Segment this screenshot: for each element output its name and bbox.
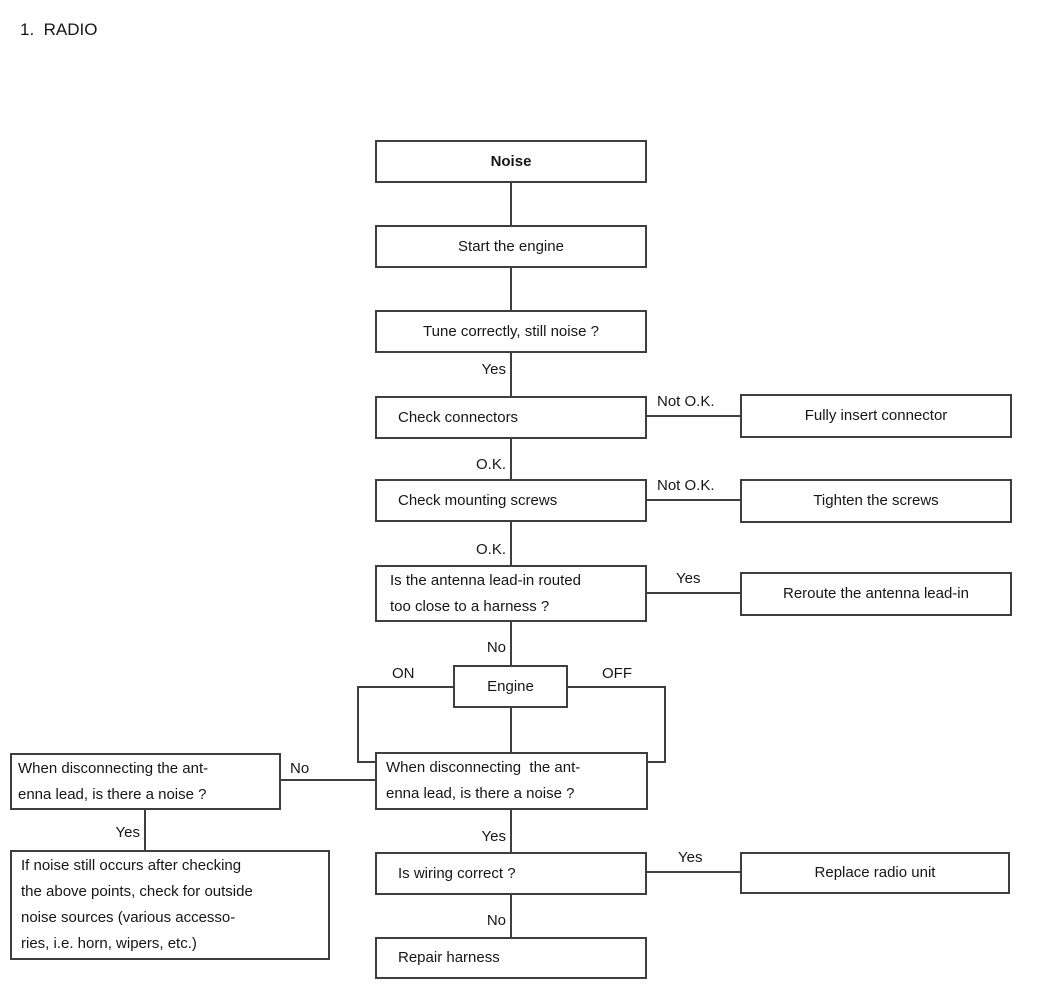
line-antenna-to-reroute <box>647 592 740 594</box>
line-screws-to-tighten <box>647 499 740 501</box>
node-outside-noise-line3: noise sources (various accesso- <box>21 909 236 926</box>
label-yes-disconnect: Yes <box>481 828 506 845</box>
node-antenna-leadin: Is the antenna lead-in routed too close … <box>375 565 647 622</box>
label-no-wiring: No <box>486 912 506 929</box>
label-no-disconnect-left: No <box>290 760 310 777</box>
node-disconnect-left-line1: When disconnecting the ant- <box>18 759 209 777</box>
label-yes-replace: Yes <box>678 849 703 866</box>
node-noise-label: Noise <box>490 152 532 170</box>
line-screws-to-antenna <box>510 522 512 565</box>
label-engine-on: ON <box>392 665 415 682</box>
node-outside-noise-line2: the above points, check for outside <box>21 883 253 900</box>
node-tune-correctly: Tune correctly, still noise ? <box>375 310 647 353</box>
line-engine-off-horizontal <box>568 686 666 688</box>
node-fully-insert-connector-label: Fully insert connector <box>804 407 948 424</box>
node-wiring-correct-label: Is wiring correct ? <box>398 864 516 882</box>
node-disconnect-left: When disconnecting the ant- enna lead, i… <box>10 753 281 810</box>
line-wiring-to-replace <box>647 871 740 873</box>
label-yes-disconnect-left: Yes <box>115 824 140 841</box>
line-engine-on-horizontal <box>357 686 453 688</box>
node-engine-label: Engine <box>487 677 534 695</box>
node-wiring-correct: Is wiring correct ? <box>375 852 647 895</box>
node-check-mounting-screws-label: Check mounting screws <box>398 491 558 509</box>
node-reroute-leadin: Reroute the antenna lead-in <box>740 572 1012 616</box>
node-tighten-screws: Tighten the screws <box>740 479 1012 523</box>
label-ok-screws: O.K. <box>475 541 506 558</box>
node-tighten-screws-label: Tighten the screws <box>813 492 939 509</box>
line-engine-off-stub <box>647 761 666 763</box>
node-noise: Noise <box>375 140 647 183</box>
node-disconnect-mid-line2: enna lead, is there a noise ? <box>386 785 575 802</box>
node-disconnect-left-line2: enna lead, is there a noise ? <box>18 785 207 803</box>
line-connectors-to-insert <box>647 415 740 417</box>
node-replace-radio-label: Replace radio unit <box>814 864 936 881</box>
node-antenna-leadin-line1: Is the antenna lead-in routed <box>390 571 581 589</box>
node-disconnect-mid-line1: When disconnecting the ant- <box>386 759 581 776</box>
label-yes-tune: Yes <box>481 361 506 378</box>
line-engine-to-disconnect <box>510 708 512 752</box>
line-disconnect-no-horizontal <box>281 779 375 781</box>
node-disconnect-mid: When disconnecting the ant- enna lead, i… <box>375 752 648 810</box>
node-fully-insert-connector: Fully insert connector <box>740 394 1012 438</box>
line-wiring-to-repair <box>510 895 512 937</box>
node-check-connectors: Check connectors <box>375 396 647 439</box>
page-title: 1. RADIO <box>20 20 98 39</box>
node-outside-noise: If noise still occurs after checking the… <box>10 850 330 960</box>
line-tune-to-connectors <box>510 353 512 396</box>
node-tune-correctly-label: Tune correctly, still noise ? <box>423 322 599 340</box>
label-ok-connectors: O.K. <box>475 456 506 473</box>
node-start-engine-label: Start the engine <box>458 237 564 255</box>
node-start-engine: Start the engine <box>375 225 647 268</box>
node-check-connectors-label: Check connectors <box>398 408 519 426</box>
line-engine-on-stub <box>357 761 376 763</box>
node-reroute-leadin-label: Reroute the antenna lead-in <box>783 585 969 602</box>
line-noise-to-start <box>510 183 512 225</box>
node-repair-harness: Repair harness <box>375 937 647 979</box>
node-engine: Engine <box>453 665 568 708</box>
node-replace-radio: Replace radio unit <box>740 852 1010 894</box>
node-outside-noise-line4: ries, i.e. horn, wipers, etc.) <box>21 935 197 952</box>
line-disconnect-to-wiring <box>510 810 512 852</box>
line-start-to-tune <box>510 268 512 310</box>
label-engine-off: OFF <box>602 665 632 682</box>
label-no-antenna: No <box>486 639 506 656</box>
line-engine-off-vertical <box>664 686 666 763</box>
line-disconnect-left-to-outside <box>144 810 146 850</box>
node-repair-harness-label: Repair harness <box>398 949 500 966</box>
label-notok-connectors: Not O.K. <box>657 393 715 410</box>
node-antenna-leadin-line2: too close to a harness ? <box>390 597 550 615</box>
node-outside-noise-line1: If noise still occurs after checking <box>21 857 242 874</box>
label-yes-reroute: Yes <box>676 570 701 587</box>
line-connectors-to-screws <box>510 439 512 479</box>
node-check-mounting-screws: Check mounting screws <box>375 479 647 522</box>
line-antenna-to-engine <box>510 622 512 665</box>
line-engine-on-vertical <box>357 686 359 763</box>
label-notok-screws: Not O.K. <box>657 477 715 494</box>
